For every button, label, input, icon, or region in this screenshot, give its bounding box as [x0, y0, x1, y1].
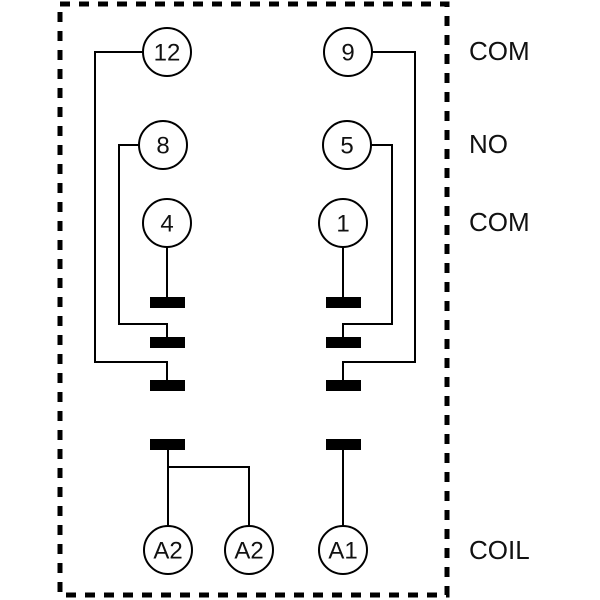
terminal-1: 1 — [318, 198, 368, 248]
label-coil: COIL — [469, 535, 530, 565]
terminal-label: 5 — [340, 133, 353, 160]
terminal-label: 4 — [160, 211, 173, 238]
label-no: NO — [469, 129, 508, 159]
label-com-top: COM — [469, 36, 530, 66]
terminal-label: 8 — [156, 133, 169, 160]
contact-bar-left-1 — [150, 297, 185, 308]
contact-bar-right-3 — [326, 380, 361, 391]
terminal-4: 4 — [142, 198, 192, 248]
contact-bar-right-2 — [326, 337, 361, 348]
terminal-5: 5 — [322, 120, 372, 170]
contact-bar-left-2 — [150, 337, 185, 348]
terminal-label: 12 — [154, 40, 181, 67]
wire-5 — [342, 144, 393, 342]
terminal-label: A2 — [153, 538, 182, 565]
terminal-label: A2 — [234, 538, 263, 565]
terminal-label: A1 — [328, 538, 357, 565]
wire-8 — [118, 144, 168, 342]
wire-9 — [342, 51, 416, 385]
contact-bar-right-1 — [326, 297, 361, 308]
wire-12 — [94, 51, 168, 385]
coil-bar-right — [326, 439, 361, 450]
terminal-label: 9 — [341, 40, 354, 67]
terminal-12: 12 — [142, 27, 192, 77]
terminal-a2-left: A2 — [143, 525, 193, 575]
terminal-label: 1 — [336, 211, 349, 238]
label-com-mid: COM — [469, 207, 530, 237]
terminal-a1: A1 — [318, 525, 368, 575]
terminal-9: 9 — [323, 27, 373, 77]
coil-bar-left — [150, 439, 185, 450]
terminal-8: 8 — [138, 120, 188, 170]
wire-a2 — [167, 444, 250, 526]
contact-bar-left-3 — [150, 380, 185, 391]
terminal-a2-right: A2 — [224, 525, 274, 575]
relay-housing-border — [57, 1, 450, 598]
